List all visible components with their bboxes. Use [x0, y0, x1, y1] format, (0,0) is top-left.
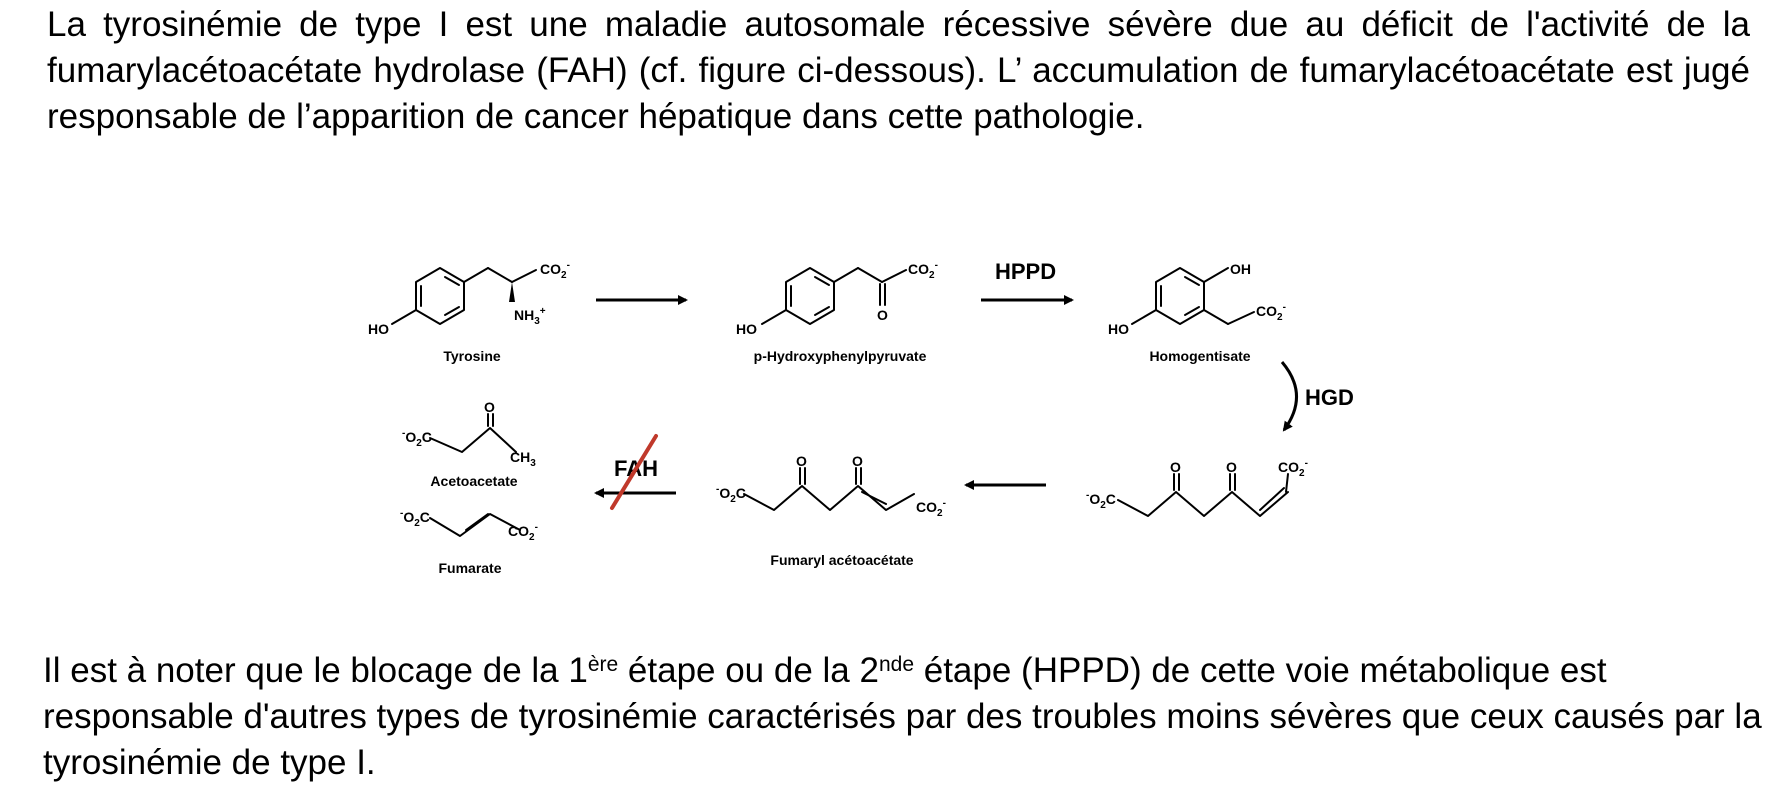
hgd-enzyme-label: HGD	[1305, 385, 1354, 410]
svg-text:CO2-: CO2-	[916, 498, 946, 519]
fumarate-label: Fumarate	[438, 560, 501, 576]
svg-text:CO2-: CO2-	[1256, 302, 1286, 323]
svg-text:HO: HO	[368, 321, 389, 337]
tyrosine-label: Tyrosine	[443, 348, 501, 364]
fumarate-structure: -O2C CO2-	[400, 508, 538, 543]
svg-text:CO2-: CO2-	[908, 260, 938, 281]
svg-text:CO2-: CO2-	[508, 522, 538, 543]
acetoacetate-label: Acetoacetate	[430, 473, 517, 489]
hppd-enzyme-label: HPPD	[995, 259, 1056, 284]
svg-text:CH3: CH3	[510, 449, 536, 469]
svg-text:O: O	[484, 399, 495, 415]
svg-text:-O2C: -O2C	[402, 428, 432, 449]
svg-text:OH: OH	[1230, 261, 1251, 277]
homogentisate-label: Homogentisate	[1149, 348, 1250, 364]
fumarylacetoacetate-label: Fumaryl acétoacétate	[770, 552, 913, 568]
svg-text:O: O	[852, 453, 863, 469]
hpp-label: p-Hydroxyphenylpyruvate	[754, 348, 927, 364]
note-paragraph: Il est à noter que le blocage de la 1ère…	[43, 651, 1762, 782]
svg-text:-O2C: -O2C	[1086, 490, 1116, 511]
maleylacetoacetate-structure: O O CO2- -O2C	[1086, 458, 1308, 517]
arrow-hgd	[1280, 361, 1298, 432]
svg-text:-O2C: -O2C	[400, 508, 430, 529]
svg-text:CO2-: CO2-	[540, 260, 570, 281]
homogentisate-structure: HO OH CO2-	[1108, 261, 1286, 337]
svg-text:HO: HO	[1108, 321, 1129, 337]
hpp-structure: HO O CO2-	[736, 260, 938, 337]
svg-text:O: O	[877, 307, 888, 323]
svg-text:HO: HO	[736, 321, 757, 337]
tyrosine-structure: HO CO2- NH3+	[368, 260, 570, 337]
svg-text:O: O	[1170, 459, 1181, 475]
intro-paragraph: La tyrosinémie de type I est une maladie…	[47, 5, 1750, 136]
acetoacetate-structure: O -O2C CH3	[402, 399, 536, 469]
svg-text:NH3+: NH3+	[514, 306, 546, 327]
svg-text:-O2C: -O2C	[716, 484, 746, 505]
svg-text:O: O	[796, 453, 807, 469]
fumarylacetoacetate-structure: O O -O2C CO2-	[716, 453, 946, 519]
fah-block-slash	[610, 434, 658, 510]
svg-text:O: O	[1226, 459, 1237, 475]
svg-text:CO2-: CO2-	[1278, 458, 1308, 479]
